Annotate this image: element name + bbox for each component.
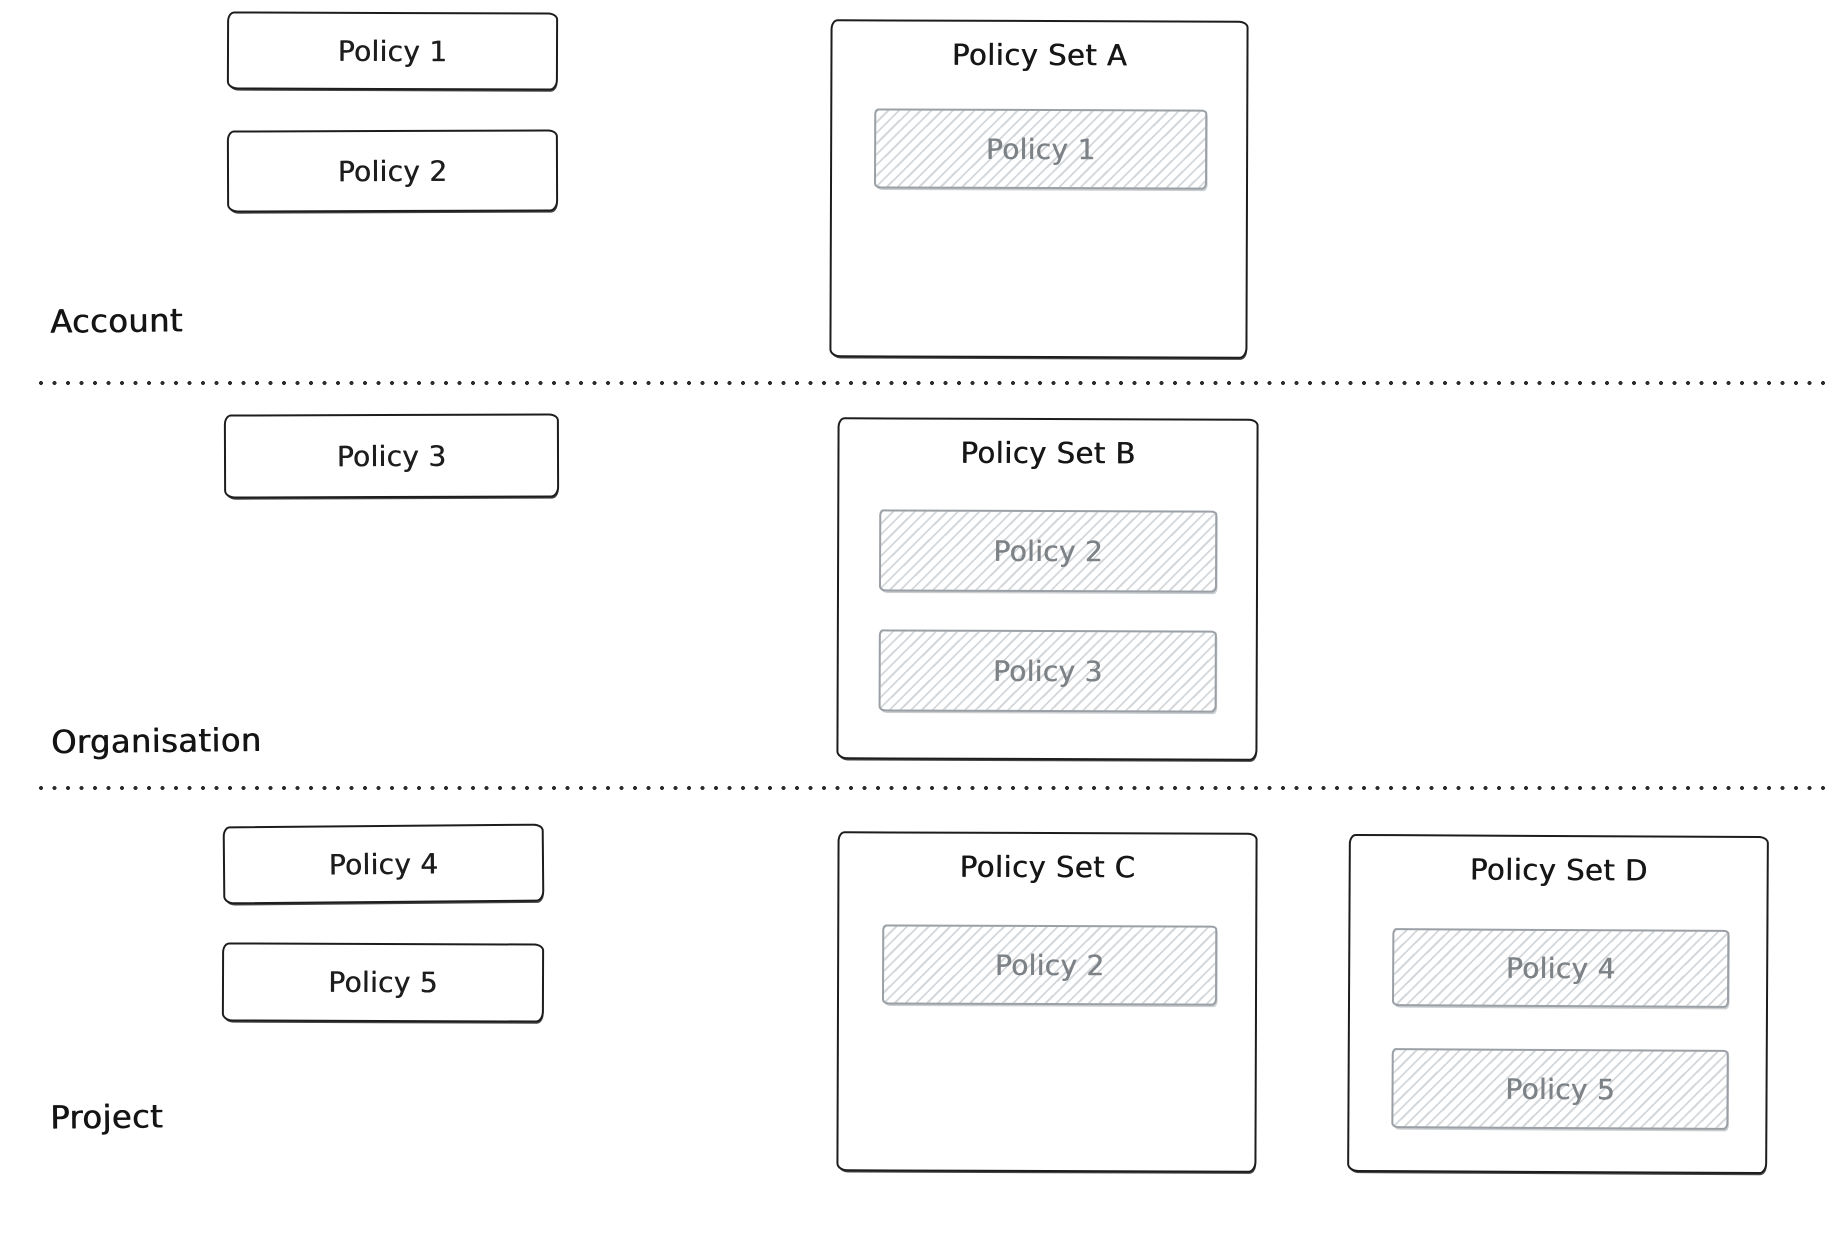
- member-label: Policy 2: [994, 948, 1105, 982]
- member-label: Policy 3: [992, 654, 1103, 688]
- policy-box-1: Policy 1: [226, 11, 559, 91]
- policy-set-b: Policy Set B Policy 2 Policy 3: [836, 417, 1259, 761]
- member-label: Policy 1: [985, 132, 1096, 166]
- tier-label-project: Project: [49, 1097, 164, 1137]
- member-label: Policy 2: [993, 534, 1104, 568]
- policy-set-d-member-policy-4: Policy 4: [1391, 928, 1730, 1008]
- policy-set-c: Policy Set C Policy 2: [836, 831, 1258, 1173]
- policy-set-a-member-policy-1: Policy 1: [874, 108, 1208, 190]
- policy-set-d-member-policy-5: Policy 5: [1391, 1048, 1729, 1130]
- policy-box-5-label: Policy 5: [328, 965, 438, 1000]
- policy-set-c-title: Policy Set C: [959, 849, 1136, 885]
- tier-label-organisation: Organisation: [50, 720, 262, 762]
- policy-set-d: Policy Set D Policy 4 Policy 5: [1347, 833, 1769, 1175]
- policy-box-2-label: Policy 2: [337, 154, 448, 188]
- policy-set-a-title: Policy Set A: [951, 37, 1128, 73]
- policy-box-3: Policy 3: [223, 413, 560, 499]
- member-label: Policy 5: [1505, 1072, 1615, 1106]
- policy-set-b-member-policy-2: Policy 2: [878, 509, 1218, 593]
- policy-set-c-member-policy-2: Policy 2: [881, 924, 1218, 1006]
- policy-set-a: Policy Set A Policy 1: [829, 19, 1249, 359]
- policy-box-3-label: Policy 3: [336, 439, 447, 473]
- member-label: Policy 4: [1505, 951, 1616, 985]
- policy-box-1-label: Policy 1: [337, 34, 448, 68]
- policy-box-4-label: Policy 4: [328, 847, 439, 881]
- policy-set-b-title: Policy Set B: [960, 435, 1136, 471]
- policy-box-4: Policy 4: [222, 823, 545, 905]
- divider-account-organisation: [38, 380, 1826, 386]
- tier-label-account: Account: [49, 301, 183, 341]
- policy-set-d-title: Policy Set D: [1469, 852, 1648, 888]
- policy-set-b-member-policy-3: Policy 3: [878, 629, 1217, 713]
- divider-organisation-project: [38, 785, 1826, 791]
- policy-box-5: Policy 5: [221, 942, 545, 1023]
- policy-box-2: Policy 2: [226, 129, 559, 213]
